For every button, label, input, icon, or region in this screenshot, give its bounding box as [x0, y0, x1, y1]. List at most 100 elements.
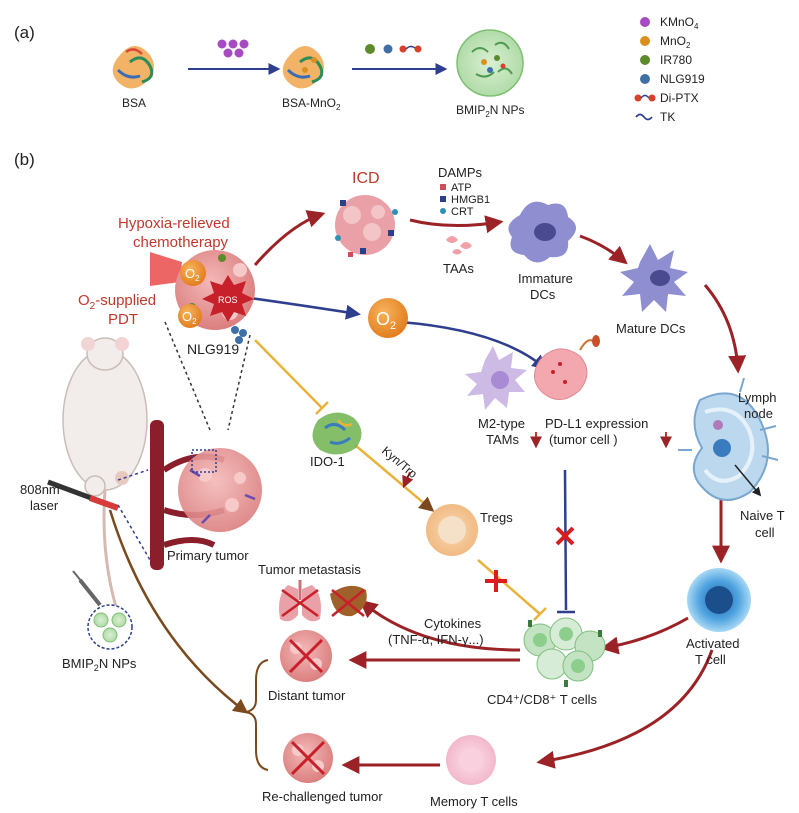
- syringe-icon: [72, 570, 102, 607]
- svg-text:O2: O2: [182, 309, 197, 326]
- laser-beam-top: [150, 252, 182, 286]
- arrow-o2-to-tams: [399, 320, 548, 370]
- zoom-line-1: [164, 321, 211, 431]
- o2-central-icon: O2: [368, 298, 408, 338]
- rechallenged-label: Re-challenged tumor: [262, 789, 383, 804]
- cd4-cd8-tcells-icon: [523, 617, 606, 687]
- block-plus-icon: [485, 570, 507, 592]
- taas-icon: [446, 236, 472, 255]
- legend-item-di-ptx: Di-PTX: [634, 91, 699, 105]
- np-label-b: BMIP2N NPs: [62, 656, 137, 673]
- svg-text:IR780: IR780: [660, 53, 692, 67]
- ido1-protein-icon: [312, 412, 362, 455]
- legend-item-ir780: IR780: [640, 53, 692, 67]
- treg-cell-icon: [426, 504, 478, 556]
- ros-burst-icon: ROS: [202, 275, 254, 322]
- svg-text:HMGB1: HMGB1: [451, 194, 490, 206]
- outcome-brace: [245, 659, 269, 771]
- bsa-mno2-icon: [282, 46, 324, 89]
- arrow-activated-to-cd4: [600, 616, 689, 655]
- svg-text:O2: O2: [185, 266, 200, 283]
- primary-tumor-icon: [150, 420, 262, 570]
- arrow-lymph-to-naive: [734, 464, 762, 497]
- legend-item-kmno4: KMnO4: [640, 15, 699, 31]
- nlg919-molecule-icon: [231, 326, 247, 344]
- block-x-icon: [555, 526, 575, 546]
- tumor-metastasis-label: Tumor metastasis: [258, 562, 361, 577]
- kyn-trp-label: Kyn/Trp: [379, 444, 420, 482]
- ido1-label: IDO-1: [310, 454, 345, 469]
- arrow-mouse-to-outcome: [108, 509, 249, 714]
- o2-bubble-2: O2: [178, 304, 202, 328]
- bmip2n-np-icon: [456, 29, 524, 97]
- icd-label: ICD: [352, 170, 380, 187]
- bsa-protein-icon: [112, 46, 154, 89]
- svg-text:Di-PTX: Di-PTX: [660, 91, 699, 105]
- svg-text:O2: O2: [376, 309, 396, 332]
- damps-label: DAMPs: [438, 165, 483, 180]
- distant-tumor-icon: [280, 630, 332, 682]
- lungs-icon: [279, 580, 321, 622]
- bsa-label: BSA: [122, 96, 146, 110]
- distant-tumor-label: Distant tumor: [268, 688, 346, 703]
- kmno4-dots-icon: [217, 39, 249, 58]
- arrow-ido1-to-tregs: [354, 444, 435, 512]
- svg-text:CRT: CRT: [451, 206, 474, 218]
- zoom-line-4: [117, 504, 151, 561]
- zoom-line-3: [117, 469, 149, 481]
- arrow-immature-to-mature: [579, 234, 628, 265]
- inhibit-nlg919-ido1: [254, 339, 323, 409]
- arrow-mature-to-lymph: [703, 284, 747, 374]
- mature-dcs-label: Mature DCs: [616, 321, 686, 336]
- memory-t-label: Memory T cells: [430, 794, 518, 809]
- immature-dc-icon: [508, 201, 576, 263]
- mouse-icon: [62, 337, 148, 621]
- arrow-activated-to-memory: [536, 649, 714, 769]
- inhibit-bar-ido1: [315, 401, 329, 415]
- kyn-trp-down-arrow: [402, 471, 414, 489]
- cytokines-label: Cytokines(TNF-α, IFN-γ...): [388, 616, 484, 647]
- panel-b-label: (b): [14, 150, 35, 169]
- np-label-a: BMIP2N NPs: [456, 103, 524, 119]
- pdl1-tumor-cell-icon: [534, 335, 600, 400]
- inhibit-pdl1-tcells: [563, 469, 568, 611]
- pdl1-label: PD-L1 expression(tumor cell ): [545, 416, 648, 447]
- rechallenged-tumor-icon: [283, 733, 333, 783]
- inhibit-bar-tregs: [533, 607, 547, 621]
- lymph-node-icon: [678, 377, 779, 501]
- o2-bubble-1: O2: [180, 260, 206, 286]
- svg-text:MnO2: MnO2: [660, 34, 691, 50]
- inhibit-tregs-tcells: [477, 559, 541, 615]
- liver-icon: [330, 585, 367, 617]
- m2-tam-icon: [465, 346, 527, 410]
- bsa-mno2-label: BSA-MnO2: [282, 96, 341, 112]
- laser-device-icon: [47, 479, 120, 511]
- nlg919-label: NLG919: [187, 341, 239, 357]
- primary-tumor-label: Primary tumor: [167, 548, 249, 563]
- damps-legend: ATP HMGB1 CRT: [440, 182, 490, 218]
- svg-text:NLG919: NLG919: [660, 72, 705, 86]
- panel-a-label: (a): [14, 23, 35, 42]
- loading-cargo-icons: [365, 44, 422, 54]
- icd-cluster-icon: [335, 195, 398, 257]
- tregs-label: Tregs: [480, 510, 513, 525]
- svg-text:KMnO4: KMnO4: [660, 15, 699, 31]
- svg-text:TK: TK: [660, 110, 675, 124]
- arrow-tumor-to-o2: [249, 296, 361, 320]
- zoom-line-2: [227, 334, 251, 431]
- svg-text:ATP: ATP: [451, 182, 472, 194]
- legend: KMnO4 MnO2 IR780 NLG919 Di-PTX TK: [634, 15, 705, 124]
- taas-label: TAAs: [443, 261, 474, 276]
- legend-item-mno2: MnO2: [640, 34, 691, 50]
- cd4-cd8-label: CD4⁺/CD8⁺ T cells: [487, 692, 598, 707]
